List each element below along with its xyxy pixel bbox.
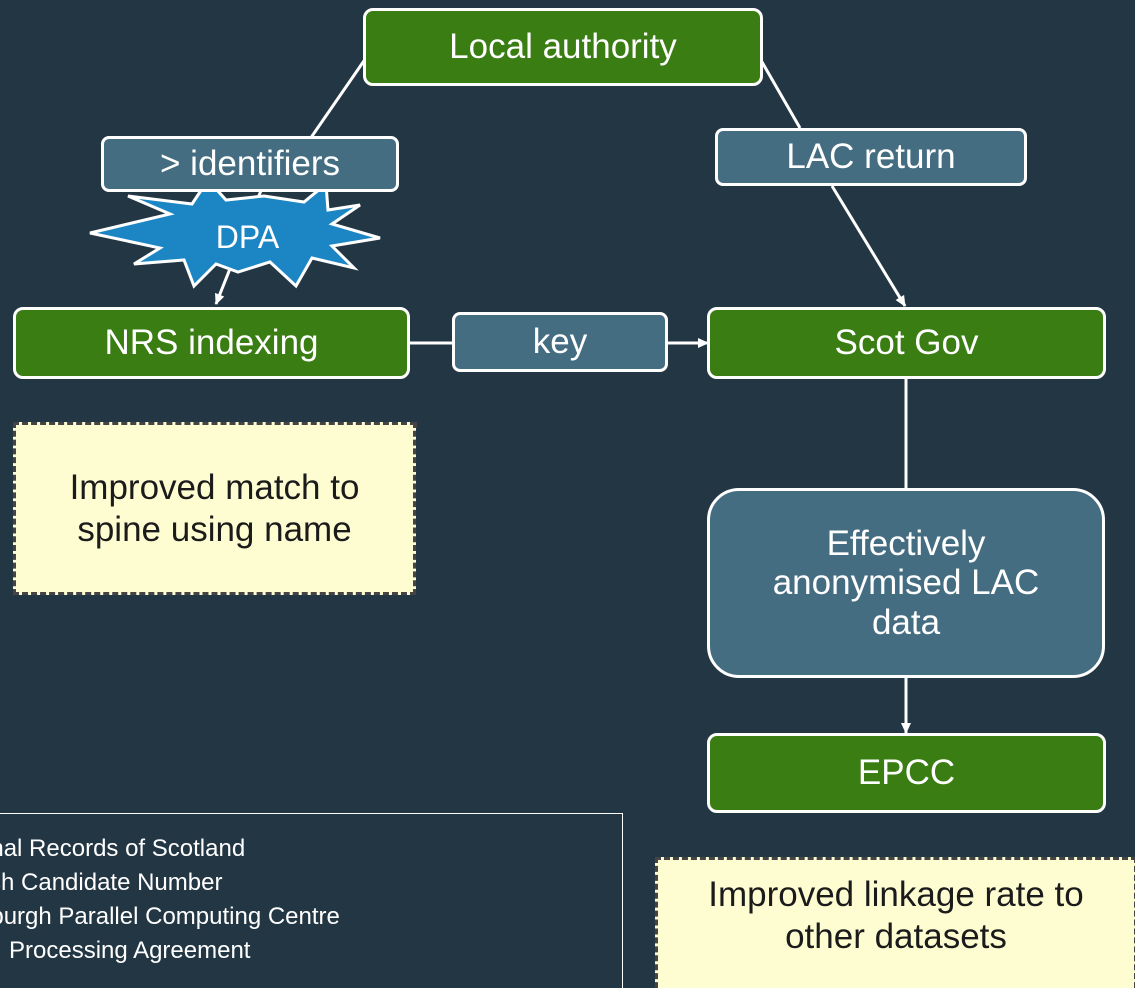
link-authority-to-lac-return — [756, 54, 802, 129]
legend-line-dpa: Processing Agreement — [9, 937, 251, 964]
node-nrs-indexing: NRS indexing — [13, 307, 410, 379]
node-lac-return: LAC return — [715, 128, 1027, 186]
dpa-label: DPA — [215, 218, 280, 255]
node-key: key — [452, 312, 668, 372]
note-improved-linkage-label: Improved linkage rate to other datasets — [708, 875, 1084, 956]
legend-line-scn: tish Candidate Number — [0, 869, 223, 896]
link-lac-return-to-scotgov — [830, 185, 907, 307]
node-nrs-indexing-label: NRS indexing — [104, 323, 319, 363]
note-improved-match-label: Improved match to spine using name — [69, 467, 360, 549]
node-scot-gov-label: Scot Gov — [834, 323, 979, 363]
node-scot-gov: Scot Gov — [707, 307, 1106, 379]
node-epcc-label: EPCC — [857, 753, 956, 793]
node-identifiers: > identifiers — [101, 136, 399, 192]
node-lac-return-label: LAC return — [786, 137, 956, 177]
dpa-label-box: DPA — [185, 212, 310, 262]
node-epcc: EPCC — [707, 733, 1106, 813]
legend-line-epcc: nburgh Parallel Computing Centre — [0, 903, 340, 930]
abbreviation-legend: onal Records of Scotland tish Candidate … — [0, 813, 623, 988]
node-anonymised-data: Effectively anonymised LAC data — [707, 488, 1105, 678]
note-improved-linkage: Improved linkage rate to other datasets — [655, 857, 1135, 988]
legend-line-nrs: onal Records of Scotland — [0, 835, 246, 862]
node-local-authority-label: Local authority — [449, 27, 677, 67]
node-local-authority: Local authority — [363, 8, 763, 86]
node-identifiers-label: > identifiers — [160, 144, 340, 184]
node-key-label: key — [532, 322, 588, 362]
note-improved-match-box: Improved match to spine using name — [13, 422, 416, 595]
node-anonymised-label: Effectively anonymised LAC data — [772, 524, 1040, 642]
